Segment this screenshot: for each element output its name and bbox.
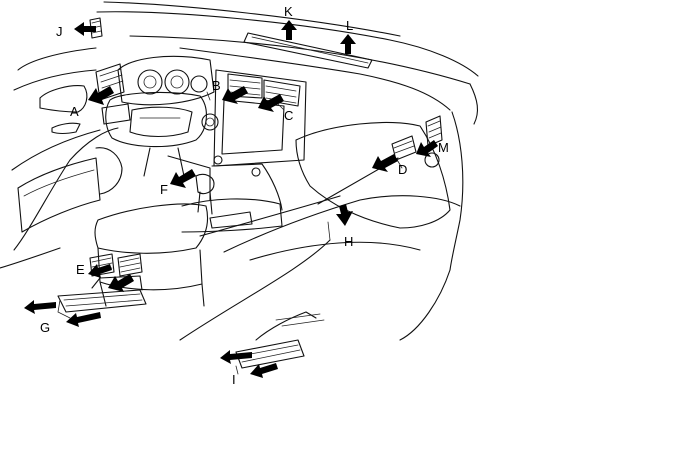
label-j: J: [56, 24, 63, 39]
arrow-g-icon-2: [66, 312, 101, 327]
label-m: M: [438, 140, 449, 155]
outlet-labels: A B C D E F G H I J K L M: [40, 4, 449, 387]
label-k: K: [284, 4, 293, 19]
dashboard-line-art: [0, 1, 479, 375]
arrow-f-icon: [170, 169, 196, 188]
arrow-d-icon: [372, 154, 398, 172]
arrow-c-icon: [258, 94, 284, 112]
arrow-e-icon-2: [108, 274, 134, 292]
label-a: A: [70, 104, 79, 119]
label-l: L: [346, 18, 353, 33]
label-b: B: [212, 78, 221, 93]
arrow-e-icon-1: [88, 264, 112, 278]
arrow-i-icon-2: [250, 363, 278, 378]
arrow-h-icon: [336, 204, 353, 226]
label-e: E: [76, 262, 85, 277]
arrow-j-icon: [74, 22, 96, 36]
label-d: D: [398, 162, 407, 177]
arrow-a-icon: [88, 86, 114, 105]
airflow-arrows: [24, 20, 438, 378]
arrow-g-icon-1: [24, 300, 56, 314]
arrow-m-icon: [416, 140, 438, 157]
label-h: H: [344, 234, 353, 249]
label-g: G: [40, 320, 50, 335]
label-c: C: [284, 108, 293, 123]
arrow-l-icon: [340, 34, 356, 54]
arrow-i-icon-1: [220, 350, 252, 364]
arrow-b-icon: [222, 86, 248, 104]
arrow-k-icon: [281, 20, 297, 40]
label-i: I: [232, 372, 236, 387]
label-f: F: [160, 182, 168, 197]
